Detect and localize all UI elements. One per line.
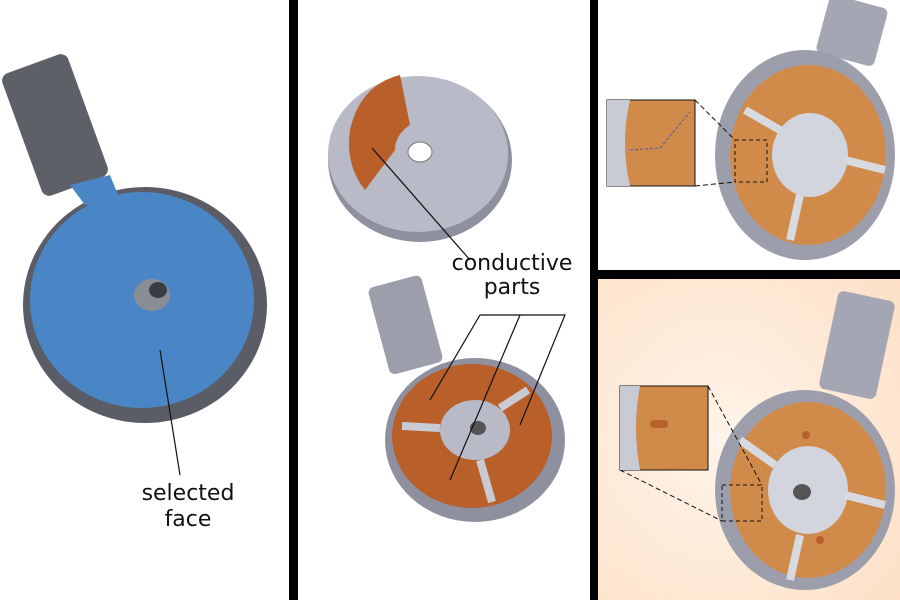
label-selected: selected: [142, 481, 235, 506]
top-right-part: [606, 0, 895, 260]
label-conductive: conductive: [452, 251, 573, 276]
middle-disc: [328, 75, 512, 242]
shaft: [2, 54, 108, 196]
label-face: face: [165, 507, 212, 532]
left-part: [2, 54, 267, 476]
label-parts: parts: [484, 275, 541, 300]
bottom-right-part: [619, 291, 895, 590]
leader-lines: [371, 147, 566, 481]
conductive-segment: [349, 75, 410, 190]
